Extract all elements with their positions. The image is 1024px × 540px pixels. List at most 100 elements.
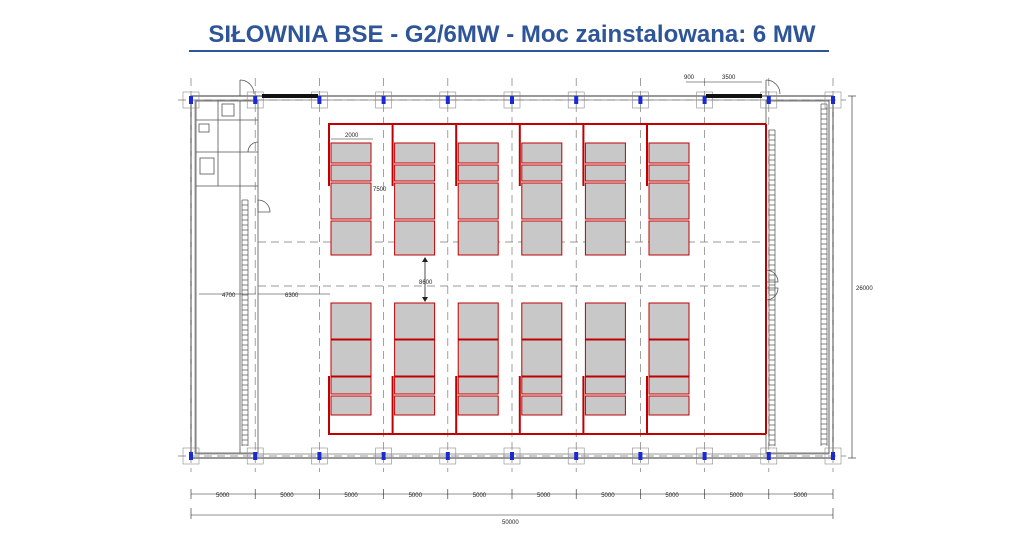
unit-width-label: 2000 bbox=[345, 133, 359, 139]
genset-block-top bbox=[648, 220, 690, 256]
genset-block-top bbox=[584, 164, 626, 182]
genset-block-top bbox=[457, 220, 499, 256]
genset-block-bottom bbox=[330, 376, 372, 395]
column-marker bbox=[831, 452, 835, 460]
column-base bbox=[824, 447, 842, 465]
genset-block-top bbox=[457, 182, 499, 220]
genset-block-top bbox=[330, 164, 372, 182]
column-marker bbox=[381, 96, 386, 104]
genset-block-bottom bbox=[584, 376, 626, 395]
bay-dimension-label: 5000 bbox=[537, 493, 551, 499]
column-marker bbox=[253, 452, 258, 460]
genset-block-bottom bbox=[521, 339, 563, 377]
bay-dimension-label: 5000 bbox=[409, 493, 423, 499]
row-gap-arrows bbox=[422, 257, 428, 302]
service-rooms bbox=[195, 79, 830, 454]
column-base bbox=[696, 447, 713, 465]
column-base bbox=[632, 447, 649, 465]
roller-door bbox=[262, 94, 318, 98]
column-marker bbox=[445, 96, 450, 104]
column-base bbox=[182, 91, 200, 109]
sink-fixture bbox=[221, 103, 235, 117]
genset-block-top bbox=[394, 220, 436, 256]
genset-block-bottom bbox=[457, 376, 499, 395]
column-marker bbox=[702, 96, 707, 104]
column-marker bbox=[510, 452, 514, 460]
genset-block-bottom bbox=[394, 302, 436, 340]
wc-fixture bbox=[198, 123, 210, 133]
genset-block-bottom bbox=[394, 395, 436, 416]
genset-block-top bbox=[394, 164, 436, 182]
genset-block-top bbox=[648, 142, 690, 164]
genset-block-bottom bbox=[457, 339, 499, 377]
right-corridor bbox=[765, 100, 830, 454]
column-base bbox=[246, 91, 264, 109]
genset-block-bottom bbox=[330, 395, 372, 416]
genset-block-top bbox=[584, 142, 626, 164]
roller-doors bbox=[262, 94, 762, 98]
column-marker bbox=[766, 452, 771, 460]
genset-block-bottom bbox=[521, 376, 563, 395]
column-base bbox=[824, 91, 842, 109]
genset-block-top bbox=[584, 220, 626, 256]
title-underline bbox=[189, 50, 829, 52]
column-base bbox=[503, 91, 521, 109]
column-marker bbox=[189, 452, 193, 460]
bay-dimension-label: 5000 bbox=[216, 493, 230, 499]
genset-block-top bbox=[330, 142, 372, 164]
genset-block-top bbox=[457, 164, 499, 182]
bay-dimension-label: 5000 bbox=[730, 493, 744, 499]
bay-dimension-label: 5000 bbox=[344, 493, 358, 499]
genset-block-top bbox=[648, 164, 690, 182]
column-base bbox=[246, 447, 264, 465]
axis-lines bbox=[178, 78, 846, 472]
column-base bbox=[182, 447, 200, 465]
genset-block-top bbox=[521, 182, 563, 220]
door-offset-label: 900 bbox=[684, 75, 695, 81]
genset-block-top bbox=[330, 220, 372, 256]
unit-length-label: 7500 bbox=[373, 187, 387, 193]
door-swing bbox=[247, 141, 259, 153]
column-base bbox=[375, 447, 392, 465]
column-base bbox=[439, 447, 457, 465]
side-room-block bbox=[195, 100, 259, 454]
column-marker bbox=[445, 452, 450, 460]
genset-block-bottom bbox=[648, 339, 690, 377]
roller-door bbox=[706, 94, 762, 98]
genset-block-top bbox=[648, 182, 690, 220]
genset-block-bottom bbox=[330, 302, 372, 340]
bay-dimension-label: 5000 bbox=[280, 493, 294, 499]
door-swing bbox=[765, 269, 779, 283]
column-marker bbox=[574, 96, 579, 104]
column-marker bbox=[638, 96, 643, 104]
column-base bbox=[760, 447, 778, 465]
genset-block-top bbox=[394, 142, 436, 164]
genset-block-bottom bbox=[457, 302, 499, 340]
genset-block-top bbox=[521, 142, 563, 164]
generator-modules bbox=[328, 123, 767, 435]
genset-block-bottom bbox=[330, 339, 372, 377]
column-base bbox=[311, 91, 328, 109]
column-marker bbox=[574, 452, 579, 460]
column-marker bbox=[317, 452, 322, 460]
genset-block-top bbox=[394, 182, 436, 220]
column-base bbox=[375, 91, 392, 109]
column-marker bbox=[766, 96, 771, 104]
door-width-label: 3500 bbox=[722, 75, 736, 81]
bay-dimension-label: 5000 bbox=[601, 493, 615, 499]
genset-block-bottom bbox=[521, 302, 563, 340]
column-marker bbox=[253, 96, 258, 104]
genset-block-bottom bbox=[648, 302, 690, 340]
column-marker bbox=[831, 96, 835, 104]
structural-columns bbox=[182, 91, 842, 465]
genset-block-top bbox=[330, 182, 372, 220]
column-base bbox=[696, 91, 713, 109]
room-depth-label: 4700 bbox=[222, 293, 236, 299]
column-marker bbox=[317, 96, 322, 104]
genset-block-bottom bbox=[584, 395, 626, 416]
aisle-width-label: 6300 bbox=[285, 293, 299, 299]
column-base bbox=[503, 447, 521, 465]
entry-door bbox=[765, 79, 781, 96]
